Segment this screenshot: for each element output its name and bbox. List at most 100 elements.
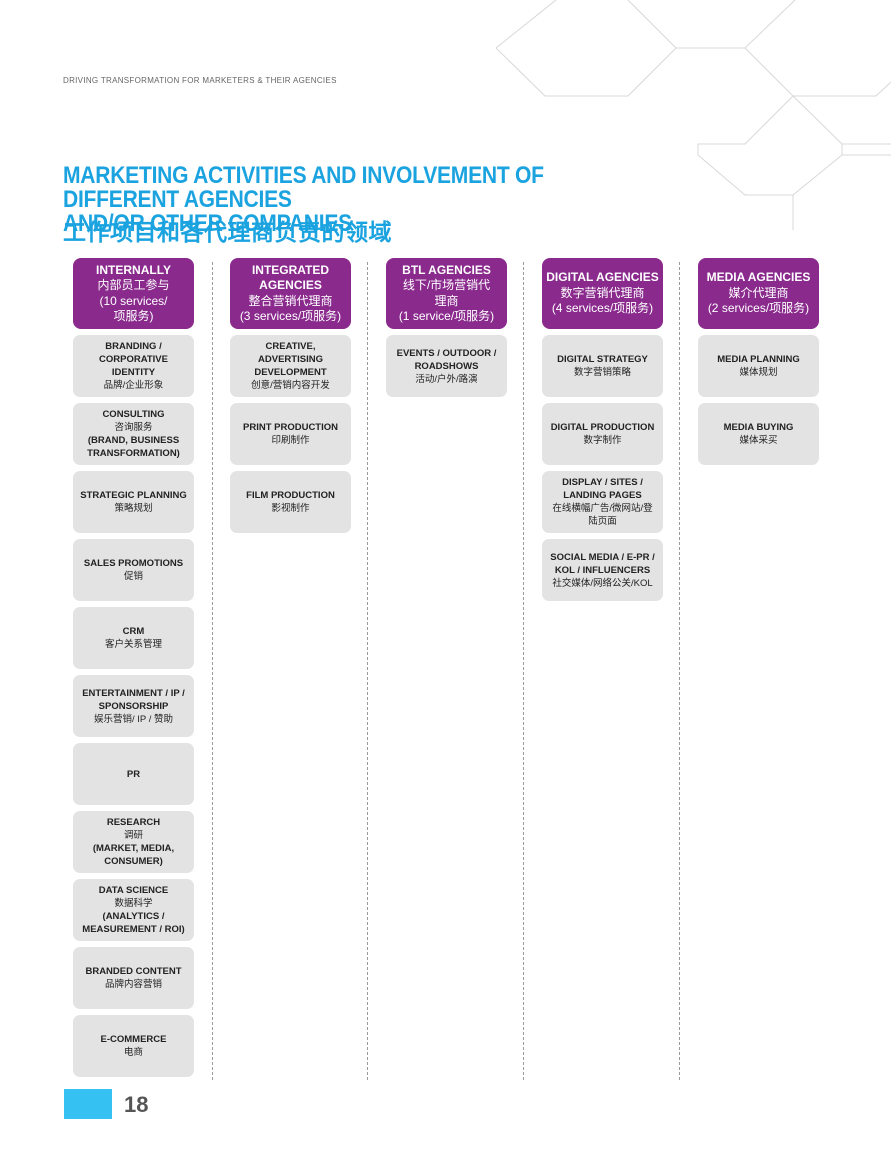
activity-detail: (BRAND, BUSINESS (87, 435, 180, 446)
activity-label-cn: 客户关系管理 (104, 639, 162, 650)
activity-label-cn: 咨询服务 (114, 422, 153, 433)
activity-media-planning: MEDIA PLANNING 媒体规划 (698, 335, 819, 397)
column-divider (679, 262, 680, 1080)
header-label: MEDIA AGENCIES (706, 270, 811, 285)
page-number-marker (64, 1089, 112, 1119)
activity-label: DISPLAY / SITES / (562, 477, 643, 488)
activity-label-cn: 品牌内容营销 (104, 979, 162, 990)
activity-digital-strategy: DIGITAL STRATEGY 数字营销策略 (542, 335, 663, 397)
activity-label: STRATEGIC PLANNING (80, 490, 187, 501)
activity-display-sites: DISPLAY / SITES / LANDING PAGES 在线横幅广告/微… (542, 471, 663, 533)
activity-data-science: DATA SCIENCE 数据科学 (ANALYTICS / MEASUREME… (73, 879, 194, 941)
activity-branding: BRANDING / CORPORATIVE IDENTITY 品牌/企业形象 (73, 335, 194, 397)
header-label: INTEGRATED (251, 262, 330, 277)
header-label-cn: 理商 (434, 293, 459, 308)
activity-label: MEDIA PLANNING (717, 354, 800, 365)
column-digital-agencies: DIGITAL AGENCIES 数字营销代理商 (4 services/项服务… (542, 258, 663, 607)
activity-digital-production: DIGITAL PRODUCTION 数字制作 (542, 403, 663, 465)
activity-label: DIGITAL PRODUCTION (550, 422, 655, 433)
activity-label-cn: 陆页面 (588, 516, 617, 527)
activity-label: EVENTS / OUTDOOR / (396, 347, 497, 359)
activity-detail: (ANALYTICS / (102, 911, 165, 922)
header-label: BTL AGENCIES (402, 262, 491, 277)
running-header: DRIVING TRANSFORMATION FOR MARKETERS & T… (63, 76, 337, 85)
activity-label-cn: 娱乐营销/ IP / 赞助 (93, 713, 173, 725)
header-service-count: (2 services/项服务) (707, 301, 810, 316)
activity-branded-content: BRANDED CONTENT 品牌内容营销 (73, 947, 194, 1009)
activity-label: DEVELOPMENT (254, 367, 327, 378)
column-internally: INTERNALLY 内部员工参与 (10 services/ 项服务) BRA… (73, 258, 194, 1083)
header-label-cn: 内部员工参与 (97, 278, 170, 292)
activity-sales-promotions: SALES PROMOTIONS 促销 (73, 539, 194, 601)
activity-label: CREATIVE, ADVERTISING (258, 341, 323, 365)
column-header-internally: INTERNALLY 内部员工参与 (10 services/ 项服务) (73, 258, 194, 329)
activity-label: LANDING PAGES (563, 490, 642, 501)
activity-creative-development: CREATIVE, ADVERTISING DEVELOPMENT 创意/营销内… (230, 335, 351, 397)
activity-label: E-COMMERCE (100, 1034, 167, 1045)
activity-media-buying: MEDIA BUYING 媒体采买 (698, 403, 819, 465)
activity-label-cn: 媒体规划 (739, 367, 778, 378)
activity-label: MEDIA BUYING (723, 422, 794, 433)
activity-detail: CONSUMER) (104, 856, 163, 867)
activity-detail: (MARKET, MEDIA, (92, 843, 175, 854)
column-header-media-agencies: MEDIA AGENCIES 媒介代理商 (2 services/项服务) (698, 258, 819, 329)
column-divider (523, 262, 524, 1080)
header-label-cn: 整合营销代理商 (248, 293, 333, 308)
page-title-chinese: 工作项目和各代理商负责的领域 (63, 220, 392, 246)
activity-label: RESEARCH (106, 817, 161, 828)
activity-label-cn: 数据科学 (114, 898, 153, 909)
activity-label: CORPORATIVE IDENTITY (99, 354, 168, 378)
activity-label: BRANDED CONTENT (85, 966, 182, 977)
activity-label: DIGITAL STRATEGY (557, 354, 648, 365)
activity-label: SOCIAL MEDIA / E-PR / (550, 551, 655, 563)
column-header-digital-agencies: DIGITAL AGENCIES 数字营销代理商 (4 services/项服务… (542, 258, 663, 329)
activity-crm: CRM 客户关系管理 (73, 607, 194, 669)
activity-label: DATA SCIENCE (98, 885, 169, 896)
activity-events-outdoor-roadshows: EVENTS / OUTDOOR / ROADSHOWS 活动/户外/路演 (386, 335, 507, 397)
column-header-btl-agencies: BTL AGENCIES 线下/市场营销代 理商 (1 service/项服务) (386, 258, 507, 329)
page-title-line-2: AND/OR OTHER COMPANIES (63, 210, 352, 237)
header-label: DIGITAL AGENCIES (546, 270, 659, 285)
activity-detail: TRANSFORMATION) (87, 448, 180, 459)
activity-pr: PR (73, 743, 194, 805)
activity-e-commerce: E-COMMERCE 电商 (73, 1015, 194, 1077)
activity-label-cn: 数字制作 (583, 435, 622, 446)
activity-label: FILM PRODUCTION (246, 490, 335, 501)
activity-print-production: PRINT PRODUCTION 印刷制作 (230, 403, 351, 465)
column-media-agencies: MEDIA AGENCIES 媒介代理商 (2 services/项服务) ME… (698, 258, 819, 471)
column-btl-agencies: BTL AGENCIES 线下/市场营销代 理商 (1 service/项服务)… (386, 258, 507, 403)
header-service-count: 项服务) (113, 309, 154, 323)
activity-strategic-planning: STRATEGIC PLANNING 策略规划 (73, 471, 194, 533)
activity-label-cn: 媒体采买 (739, 435, 778, 446)
header-label: AGENCIES (259, 278, 322, 292)
activity-label-cn: 数字营销策略 (573, 367, 631, 378)
activity-label-cn: 调研 (123, 830, 143, 841)
activity-label-cn: 创意/营销内容开发 (251, 380, 330, 391)
activity-label-cn: 品牌/企业形象 (103, 380, 164, 391)
activity-label: ROADSHOWS (414, 360, 479, 372)
column-integrated-agencies: INTEGRATED AGENCIES 整合营销代理商 (3 services/… (230, 258, 351, 539)
activity-label-cn: 在线横幅广告/微网站/登 (552, 503, 653, 514)
activity-social-media: SOCIAL MEDIA / E-PR / KOL / INFLUENCERS … (542, 539, 663, 601)
activity-research: RESEARCH 调研 (MARKET, MEDIA, CONSUMER) (73, 811, 194, 873)
column-divider (212, 262, 213, 1080)
activity-label: ENTERTAINMENT / IP / (82, 687, 185, 699)
activity-label-cn: 影视制作 (271, 503, 310, 514)
activity-label: CONSULTING (102, 409, 165, 420)
activity-label: PR (126, 768, 141, 780)
activity-consulting: CONSULTING 咨询服务 (BRAND, BUSINESS TRANSFO… (73, 403, 194, 465)
header-service-count: (10 services/ (99, 293, 168, 308)
activity-label-cn: 促销 (123, 571, 143, 582)
header-label-cn: 媒介代理商 (728, 285, 789, 300)
activity-label: SPONSORSHIP (98, 700, 169, 712)
activity-label: BRANDING / (105, 341, 162, 352)
activity-label: SALES PROMOTIONS (83, 558, 184, 569)
activity-label: PRINT PRODUCTION (243, 422, 338, 433)
activity-detail: MEASUREMENT / ROI) (82, 924, 185, 935)
activity-label: CRM (122, 626, 145, 637)
page-title: MARKETING ACTIVITIES AND INVOLVEMENT OF … (63, 163, 596, 237)
header-service-count: (4 services/项服务) (551, 301, 654, 316)
header-service-count: (1 service/项服务) (398, 309, 495, 323)
activity-label-cn: 印刷制作 (271, 435, 310, 446)
column-divider (367, 262, 368, 1080)
